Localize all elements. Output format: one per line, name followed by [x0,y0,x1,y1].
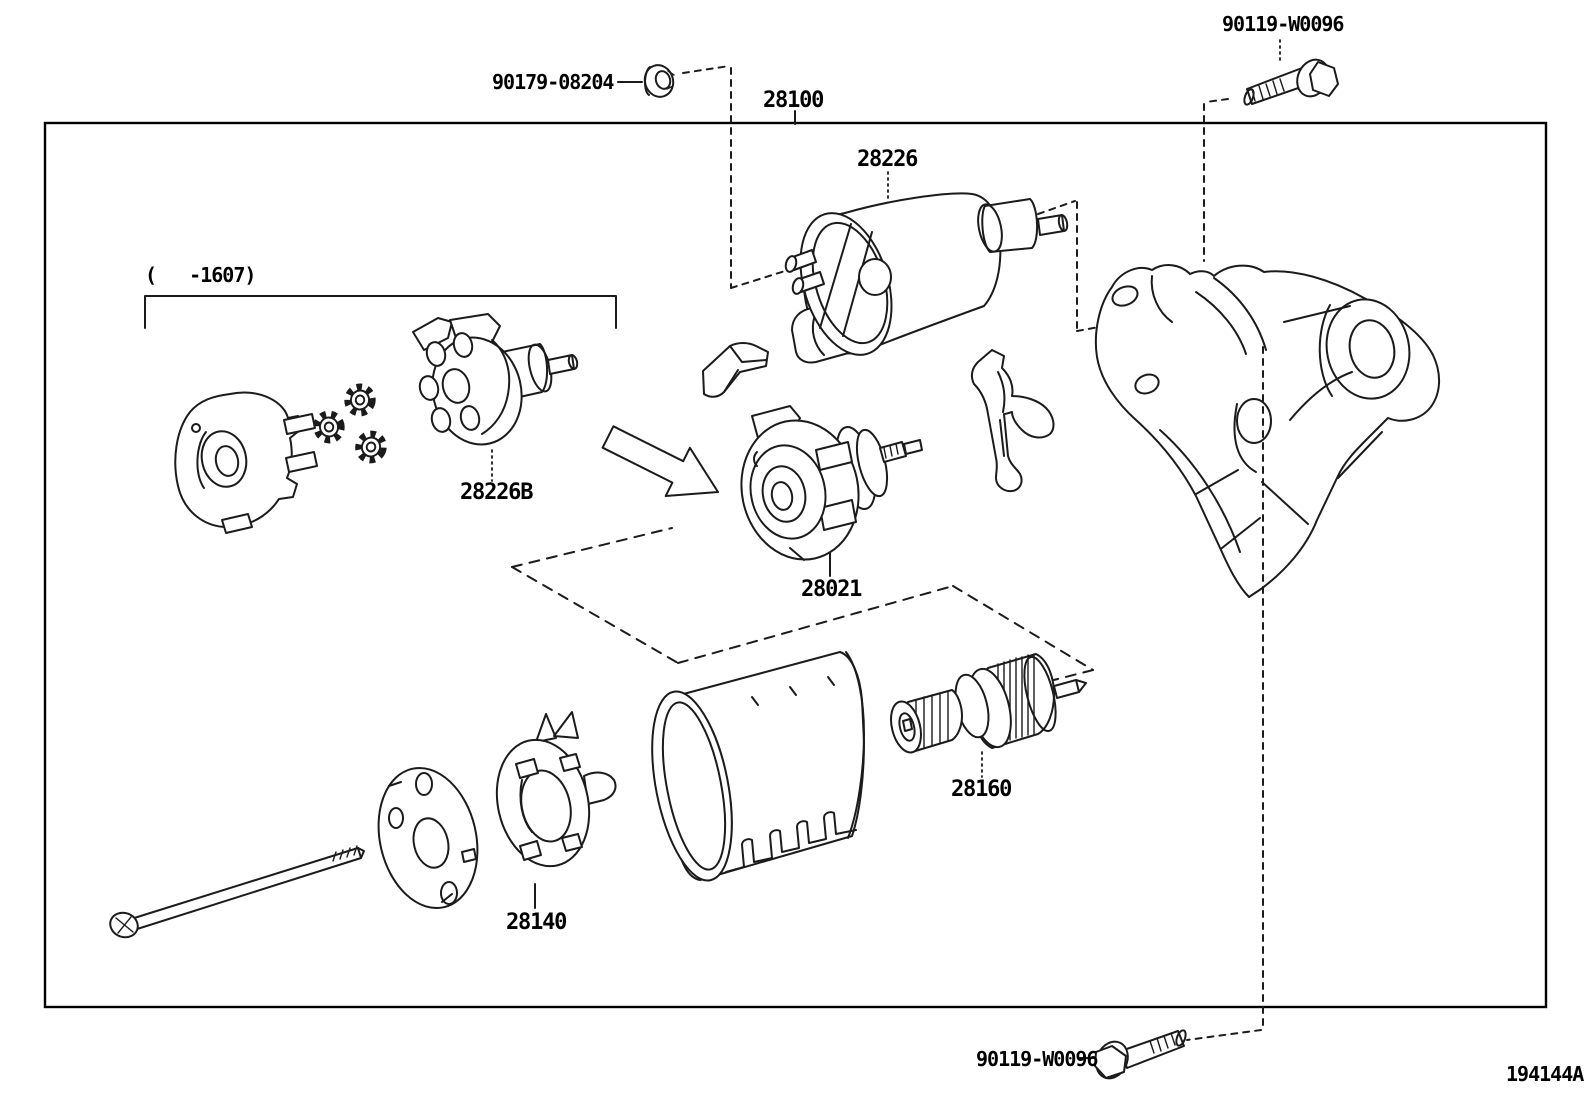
clutch-drawing [890,653,1087,754]
rubber-packing-drawing [702,342,769,398]
label-brush-holder: 28140 [506,910,567,935]
bolt-bottom-drawing [1094,1029,1187,1080]
end-plate-drawing [377,766,479,910]
planet-carrier-drawing [174,391,318,534]
bolt-top-drawing [1243,58,1339,106]
label-nut: 90179-08204 [492,70,614,94]
solenoid-drawing [784,192,1069,364]
drive-housing-drawing [1094,264,1440,598]
label-clutch: 28160 [951,777,1012,802]
yoke-drawing [651,651,865,882]
planet-gears-drawing [314,385,387,464]
figure-code: 194144A [1506,1062,1584,1086]
leader-lines [491,39,1281,1059]
dashed-assembly-outline [511,527,1094,684]
label-magnet-switch: 28226 [857,147,918,172]
label-starter-assembly: 28100 [763,88,824,113]
nut-drawing [643,64,675,98]
variant-group-bracket [144,295,617,329]
dashed-link-housing-bolt [1186,346,1264,1041]
label-production-range: ( -1607) [145,263,256,287]
drive-lever-drawing [970,349,1055,493]
direction-arrow [601,425,719,497]
label-center-bracket: 28021 [801,577,862,602]
label-bolt-bottom: 90119-W0096 [976,1047,1098,1071]
through-bolt-drawing [109,845,365,939]
gear-set-drawing [412,313,579,446]
label-bolt-top: 90119-W0096 [1222,12,1344,36]
center-bracket-drawing [740,405,923,561]
brush-holder-drawing [495,711,617,868]
label-gear-set: 28226B [460,480,533,505]
